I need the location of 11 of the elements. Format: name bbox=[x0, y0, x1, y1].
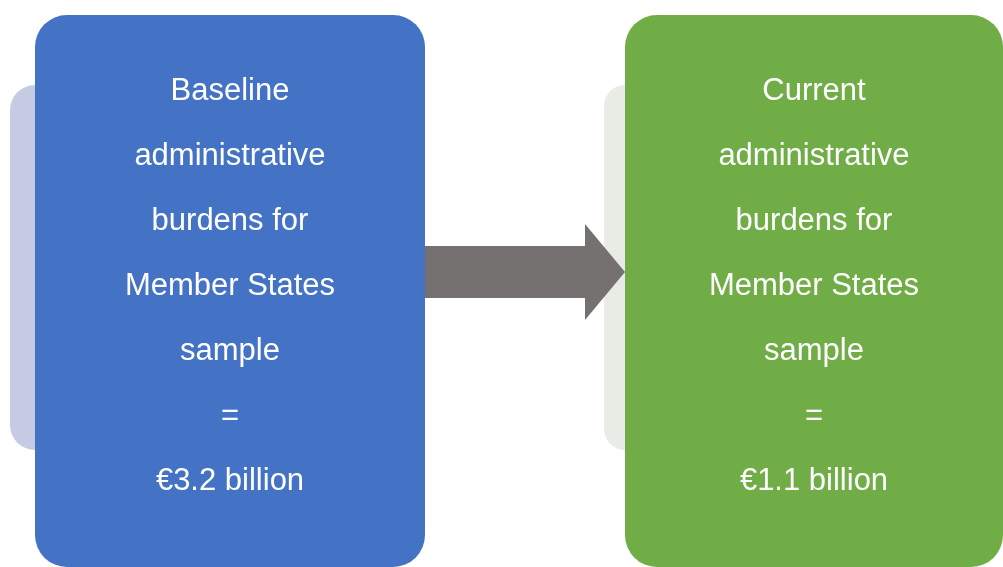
amount-text: €3.2 billion bbox=[155, 461, 305, 499]
equals-sign: = bbox=[220, 396, 240, 434]
amount-text: €1.1 billion bbox=[739, 461, 889, 499]
process-box bbox=[35, 15, 425, 567]
block-arrow bbox=[425, 224, 625, 320]
process-box bbox=[625, 15, 1003, 567]
box-text: Baseline administrative burdens for Member States sample bbox=[123, 71, 337, 369]
equals-sign: = bbox=[804, 396, 824, 434]
back-card bbox=[10, 85, 35, 450]
box-text: Current administrative burdens for Member States sample bbox=[707, 71, 921, 369]
back-card bbox=[604, 85, 625, 450]
